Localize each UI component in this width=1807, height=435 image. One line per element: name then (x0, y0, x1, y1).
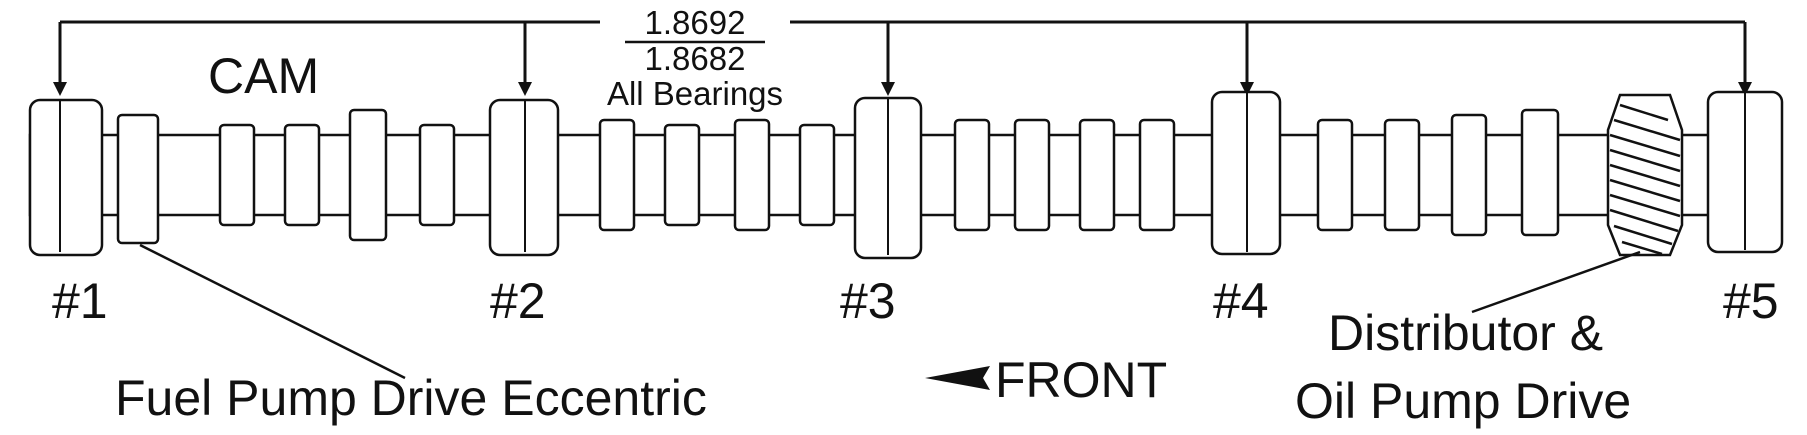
arrow-left-icon (925, 366, 990, 390)
lobe (798, 123, 836, 227)
journal-label-1: #1 (52, 273, 108, 329)
lobe (418, 123, 456, 227)
gear-teeth (1609, 103, 1681, 256)
fuel-pump-leader (139, 243, 406, 380)
lobe (283, 123, 321, 227)
camshaft (28, 90, 1784, 260)
spec-lower-value: 1.8682 (645, 40, 746, 77)
fuel-pump-label: Fuel Pump Drive Eccentric (115, 370, 707, 426)
arrow-down-icon (1240, 82, 1254, 96)
lobe (1383, 118, 1421, 232)
spec-note: All Bearings (607, 75, 783, 112)
distributor-gear (1606, 93, 1684, 257)
lobe (348, 108, 388, 242)
diagram-title: CAM (208, 48, 319, 104)
distributor-label-line1: Distributor & (1328, 305, 1603, 361)
arrow-down-icon (1738, 82, 1752, 96)
lobe (733, 118, 771, 232)
bearing-journal-1 (28, 98, 104, 257)
arrow-down-icon (53, 82, 67, 96)
journal-label-3: #3 (840, 273, 896, 329)
lobe (1013, 118, 1051, 232)
lobe (663, 123, 701, 227)
journal-label-5: #5 (1723, 273, 1779, 329)
front-label: FRONT (995, 352, 1167, 408)
lobe (953, 118, 991, 232)
distributor-leader (1471, 250, 1641, 314)
distributor-label-line2: Oil Pump Drive (1295, 373, 1631, 429)
journal-label-4: #4 (1213, 273, 1269, 329)
spec-upper-value: 1.8692 (645, 4, 746, 41)
lobe (1078, 118, 1116, 232)
front-indicator: FRONT (925, 352, 1167, 408)
journal-measure-lines (59, 92, 1746, 255)
journal-label-2: #2 (490, 273, 546, 329)
dimension-bracket (53, 20, 1752, 96)
arrow-down-icon (881, 82, 895, 96)
lobe (116, 113, 160, 245)
lobe (598, 118, 636, 232)
lobe (1520, 108, 1560, 237)
lobe (1316, 118, 1354, 232)
lobe (1450, 113, 1488, 237)
lobe (218, 123, 256, 227)
arrow-down-icon (518, 82, 532, 96)
lobe (1138, 118, 1176, 232)
